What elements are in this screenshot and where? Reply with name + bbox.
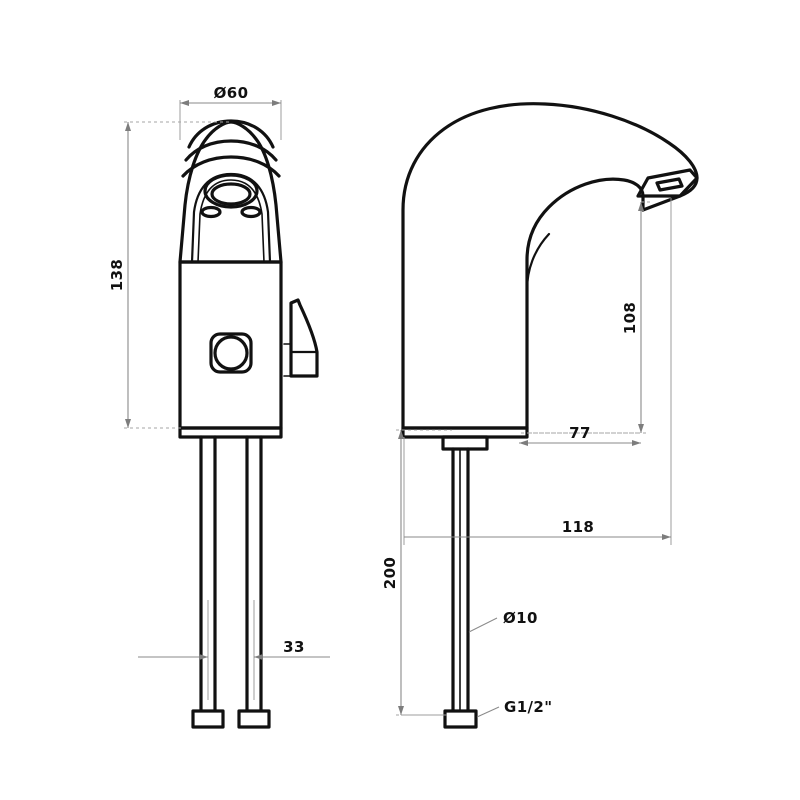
front-face-panel [190,172,272,264]
dim-arrow-200-top [398,430,404,439]
dim-arrow-138-bottom [125,419,131,428]
leader-line-g12 [476,706,500,718]
front-tube-fitting-right [237,709,271,729]
dim-arrow-77-right [632,440,641,446]
side-view [401,102,699,729]
side-spout-lower-edge [525,232,551,292]
front-indicator-right [240,205,262,219]
dim-arrow-118-right [662,534,671,540]
dim-label-77: 77 [569,424,591,442]
dim-label-108: 108 [621,302,639,335]
dim-arrow-200-bottom [398,706,404,715]
side-tube-collar [441,435,489,451]
front-body-housing [178,260,283,430]
dim-arrow-d60-left [180,100,189,106]
front-body-button-inner [213,335,249,371]
side-sensor-lens [655,177,684,192]
side-body-outline [401,102,699,430]
front-sensor-window-inner [210,182,252,206]
side-sensor-bracket [636,168,699,198]
dim-arrow-33-right [254,654,263,660]
dim-arrow-108-bottom [638,424,644,433]
front-body-button-outer [209,332,253,374]
dimension-group-front: Ø60 138 33 [108,84,330,700]
side-tube-fitting [443,709,478,729]
side-base-plate [401,426,529,439]
dimension-group-side: 108 77 118 200 Ø10 G1/2" [381,198,672,718]
leader-line-d10 [468,617,498,633]
front-side-lever [289,298,319,378]
front-dome-cap-underside [184,139,278,162]
front-body-shell [178,120,283,264]
dim-label-g12: G1/2" [504,698,552,716]
dim-label-200: 200 [381,557,399,590]
dim-label-d10: Ø10 [503,609,538,627]
dim-arrow-77-left [519,440,528,446]
dim-label-33: 33 [283,638,305,656]
front-base-plate [178,426,283,439]
dim-label-138: 138 [108,259,126,292]
front-indicator-left [200,205,222,219]
front-view [178,119,319,729]
front-sensor-window-outer [203,173,259,209]
front-dome-cap [187,119,275,149]
dim-label-d60: Ø60 [214,84,249,102]
dim-arrow-33-left [199,654,208,660]
front-face-panel-inner [197,179,265,263]
dim-arrow-d60-right [272,100,281,106]
dim-arrow-138-top [125,122,131,131]
dim-arrow-108-top [638,202,644,211]
front-shoulder-band [181,155,281,178]
dim-label-118: 118 [562,518,595,536]
front-side-lever-notch [283,343,292,377]
front-tube-fitting-left [191,709,225,729]
